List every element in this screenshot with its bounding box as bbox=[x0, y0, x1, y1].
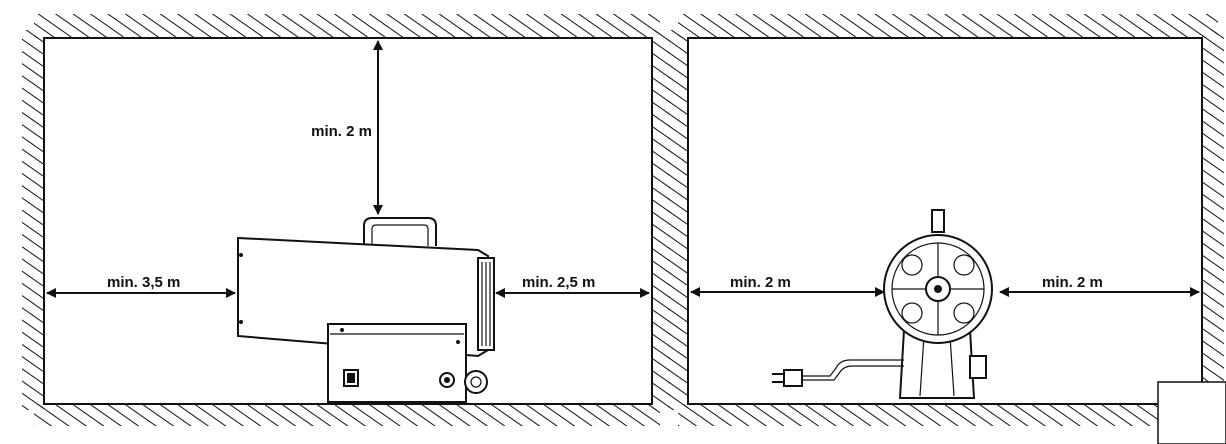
left-room-left-wall-hatch bbox=[22, 30, 44, 410]
right-room: min. 2 m min. 2 m bbox=[668, 14, 1226, 444]
right-room-left-wall-hatch bbox=[668, 30, 688, 410]
right-room-right-wall-hatch bbox=[1202, 30, 1224, 410]
left-room: min. 2 m min. 3,5 m min. 2,5 m bbox=[22, 14, 670, 426]
top-clearance-label: min. 2 m bbox=[311, 123, 372, 140]
front-left-clearance-label: min. 2 m bbox=[730, 274, 791, 291]
front-right-clearance-label: min. 2 m bbox=[1042, 274, 1103, 291]
heater-side-view-icon bbox=[237, 217, 495, 403]
right-room-interior bbox=[687, 37, 1203, 405]
power-plug-icon bbox=[772, 359, 904, 387]
left-room-interior bbox=[43, 37, 653, 405]
corner-box bbox=[1157, 381, 1226, 444]
right-room-floor-hatch bbox=[678, 404, 1218, 426]
left-room-ceiling-hatch bbox=[34, 14, 660, 38]
left-clearance-label: min. 3,5 m bbox=[107, 274, 180, 291]
left-room-right-wall-hatch bbox=[652, 30, 670, 410]
left-room-floor-hatch bbox=[34, 404, 660, 426]
right-clearance-label: min. 2,5 m bbox=[522, 274, 595, 291]
heater-front-view-icon bbox=[883, 209, 993, 399]
right-room-ceiling-hatch bbox=[678, 14, 1218, 38]
